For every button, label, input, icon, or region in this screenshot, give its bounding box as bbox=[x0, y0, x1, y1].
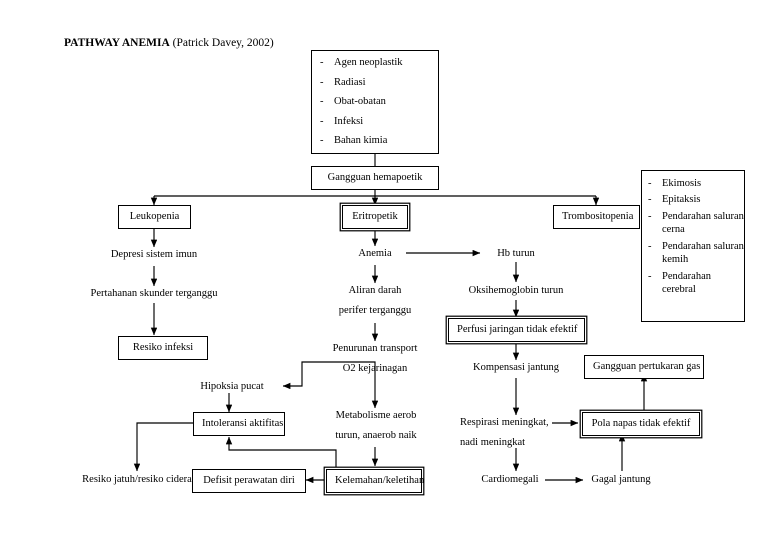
list-item: -Epitaksis bbox=[648, 193, 744, 206]
node-gagal-jantung: Gagal jantung bbox=[591, 474, 651, 485]
bleeding-signs-box: -Ekimosis -Epitaksis -Pendarahan saluran… bbox=[641, 170, 745, 322]
node-pertahanan-skunder-terganggu: Pertahanan skunder terganggu bbox=[90, 288, 218, 299]
wire-intoleransi-to-resiko-jatuh bbox=[133, 422, 193, 472]
etiology-item-label: Agen neoplastik bbox=[334, 57, 403, 68]
bullet-dash-icon: - bbox=[648, 210, 652, 222]
page-title-main: PATHWAY ANEMIA bbox=[64, 37, 170, 49]
bleeding-signs-list: -Ekimosis -Epitaksis -Pendarahan saluran… bbox=[648, 177, 744, 297]
node-eritropetik: Eritropetik bbox=[342, 205, 408, 230]
node-resiko-jatuh-resiko-cidera: Resiko jatuh/resiko cidera bbox=[82, 474, 192, 485]
node-kompensasi-jantung: Kompensasi jantung bbox=[472, 362, 560, 373]
node-aliran-darah-line1: Aliran darah bbox=[348, 285, 402, 296]
bullet-dash-icon: - bbox=[320, 115, 324, 127]
node-hb-turun: Hb turun bbox=[497, 248, 535, 259]
etiology-item-label: Bahan kimia bbox=[334, 135, 388, 146]
node-kelemahan-keletihan: Kelemahan/keletihan bbox=[326, 469, 424, 494]
node-leukopenia: Leukopenia bbox=[118, 205, 191, 230]
bleeding-item-label: Pendarahan cerebral bbox=[662, 270, 711, 296]
list-item: -Obat-obatan bbox=[320, 96, 438, 108]
list-item: -Radiasi bbox=[320, 76, 438, 89]
node-oksihemoglobin-turun: Oksihemoglobin turun bbox=[468, 285, 564, 296]
node-penurunan-transport-line1: Penurunan transport bbox=[332, 343, 418, 354]
node-respirasi-meningkat-line2: nadi meningkat bbox=[460, 437, 526, 448]
node-depresi-sistem-imun: Depresi sistem imun bbox=[110, 249, 198, 260]
node-metabolisme-line2: turun, anaerob naik bbox=[335, 430, 417, 441]
node-respirasi-meningkat-line1: Respirasi meningkat, bbox=[460, 417, 549, 428]
node-penurunan-transport-line2: O2 kejarinagan bbox=[342, 363, 408, 374]
bleeding-item-label: Pendarahan saluran cerna bbox=[662, 210, 744, 236]
node-perfusi-jaringan-tidak-efektif: Perfusi jaringan tidak efektif bbox=[448, 318, 585, 343]
page-title: PATHWAY ANEMIA (Patrick Davey, 2002) bbox=[64, 37, 274, 49]
etiology-list-box: -Agen neoplastik -Radiasi -Obat-obatan -… bbox=[311, 50, 439, 154]
bullet-dash-icon: - bbox=[648, 270, 652, 282]
etiology-item-label: Infeksi bbox=[334, 115, 364, 127]
bleeding-item-label: Epitaksis bbox=[662, 194, 701, 206]
node-defisit-perawatan-diri: Defisit perawatan diri bbox=[192, 469, 306, 494]
node-intoleransi-aktifitas: Intoleransi aktifitas bbox=[193, 412, 285, 437]
node-aliran-darah-line2: perifer terganggu bbox=[338, 305, 412, 316]
node-gangguan-pertukaran-gas: Gangguan pertukaran gas bbox=[584, 355, 704, 380]
list-item: -Bahan kimia bbox=[320, 135, 438, 147]
node-anemia: Anemia bbox=[358, 248, 392, 259]
wire-kelemahan-to-intoleransi bbox=[225, 436, 337, 469]
list-item: -Agen neoplastik bbox=[320, 57, 438, 69]
node-gangguan-hemapoetik: Gangguan hemapoetik bbox=[311, 166, 439, 191]
list-item: -Pendarahan cerebral bbox=[648, 270, 744, 297]
node-hipoksia-pucat: Hipoksia pucat bbox=[200, 381, 264, 392]
node-resiko-infeksi: Resiko infeksi bbox=[118, 336, 208, 361]
etiology-item-label: Radiasi bbox=[334, 76, 366, 88]
bullet-dash-icon: - bbox=[320, 57, 324, 68]
bullet-dash-icon: - bbox=[648, 178, 652, 189]
bullet-dash-icon: - bbox=[320, 76, 324, 88]
bullet-dash-icon: - bbox=[320, 96, 324, 107]
list-item: -Pendarahan saluran kemih bbox=[648, 240, 744, 267]
node-cardiomegali: Cardiomegali bbox=[481, 474, 539, 485]
node-metabolisme-line1: Metabolisme aerob bbox=[335, 410, 417, 421]
bullet-dash-icon: - bbox=[648, 240, 652, 252]
list-item: -Pendarahan saluran cerna bbox=[648, 210, 744, 237]
node-trombositopenia: Trombositopenia bbox=[553, 205, 640, 230]
list-item: -Ekimosis bbox=[648, 177, 744, 190]
bleeding-item-label: Pendarahan saluran kemih bbox=[662, 240, 744, 266]
bleeding-item-label: Ekimosis bbox=[662, 178, 702, 189]
bullet-dash-icon: - bbox=[320, 135, 324, 146]
etiology-item-label: Obat-obatan bbox=[334, 96, 386, 107]
list-item: -Infeksi bbox=[320, 115, 438, 128]
node-pola-napas-tidak-efektif: Pola napas tidak efektif bbox=[582, 412, 700, 437]
etiology-list: -Agen neoplastik -Radiasi -Obat-obatan -… bbox=[320, 57, 438, 147]
page-title-citation: (Patrick Davey, 2002) bbox=[169, 37, 274, 49]
bullet-dash-icon: - bbox=[648, 194, 652, 206]
